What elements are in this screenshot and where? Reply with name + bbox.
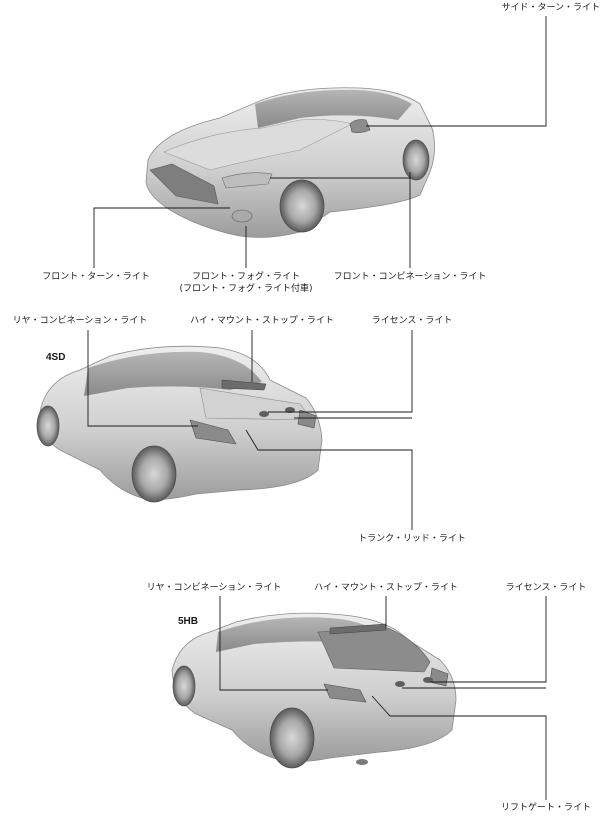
- variant-4sd-label: 4SD: [46, 352, 65, 363]
- label-sedan-trunk-lid-light: トランク・リッド・ライト: [358, 534, 466, 545]
- label-sedan-license-light: ライセンス・ライト: [372, 316, 453, 327]
- label-front-fog-light-note: (フロント・フォグ・ライト付車): [179, 284, 312, 295]
- label-sedan-high-mount-stop-light: ハイ・マウント・ストップ・ライト: [190, 316, 334, 327]
- label-hb-liftgate-light: リフトゲート・ライト: [501, 803, 591, 814]
- label-front-fog-light: フロント・フォグ・ライト: [192, 272, 300, 283]
- label-sedan-rear-combination-light: リヤ・コンビネーション・ライト: [13, 316, 148, 327]
- label-hb-license-light: ライセンス・ライト: [506, 583, 587, 594]
- label-front-turn-light: フロント・ターン・ライト: [42, 272, 150, 283]
- label-hb-rear-combination-light: リヤ・コンビネーション・ライト: [147, 583, 282, 594]
- label-front-combination-light: フロント・コンビネーション・ライト: [334, 272, 487, 283]
- label-hb-high-mount-stop-light: ハイ・マウント・ストップ・ライト: [314, 583, 458, 594]
- variant-5hb-label: 5HB: [178, 616, 198, 627]
- sedan-rear-car: [37, 346, 322, 502]
- front-view-car: [146, 88, 435, 238]
- hatchback-rear-car: [172, 613, 456, 768]
- label-side-turn-light: サイド・ターン・ライト: [501, 3, 600, 14]
